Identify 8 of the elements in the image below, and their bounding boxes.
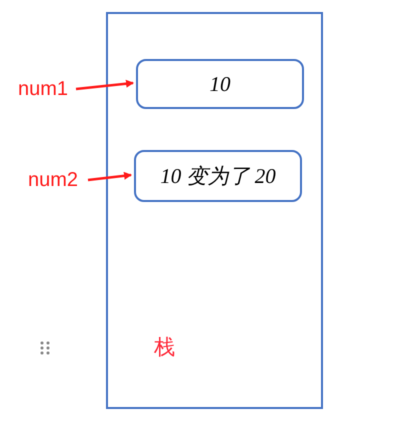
variable-label: num2: [28, 167, 88, 193]
arrow: [88, 172, 132, 182]
variable-label: num1: [18, 76, 76, 102]
value-box: 10: [136, 59, 304, 109]
stack-frame: [106, 12, 323, 409]
stack-label: 栈: [154, 334, 175, 361]
arrow: [76, 80, 134, 90]
value-box: 10 变为了 20: [134, 150, 302, 202]
